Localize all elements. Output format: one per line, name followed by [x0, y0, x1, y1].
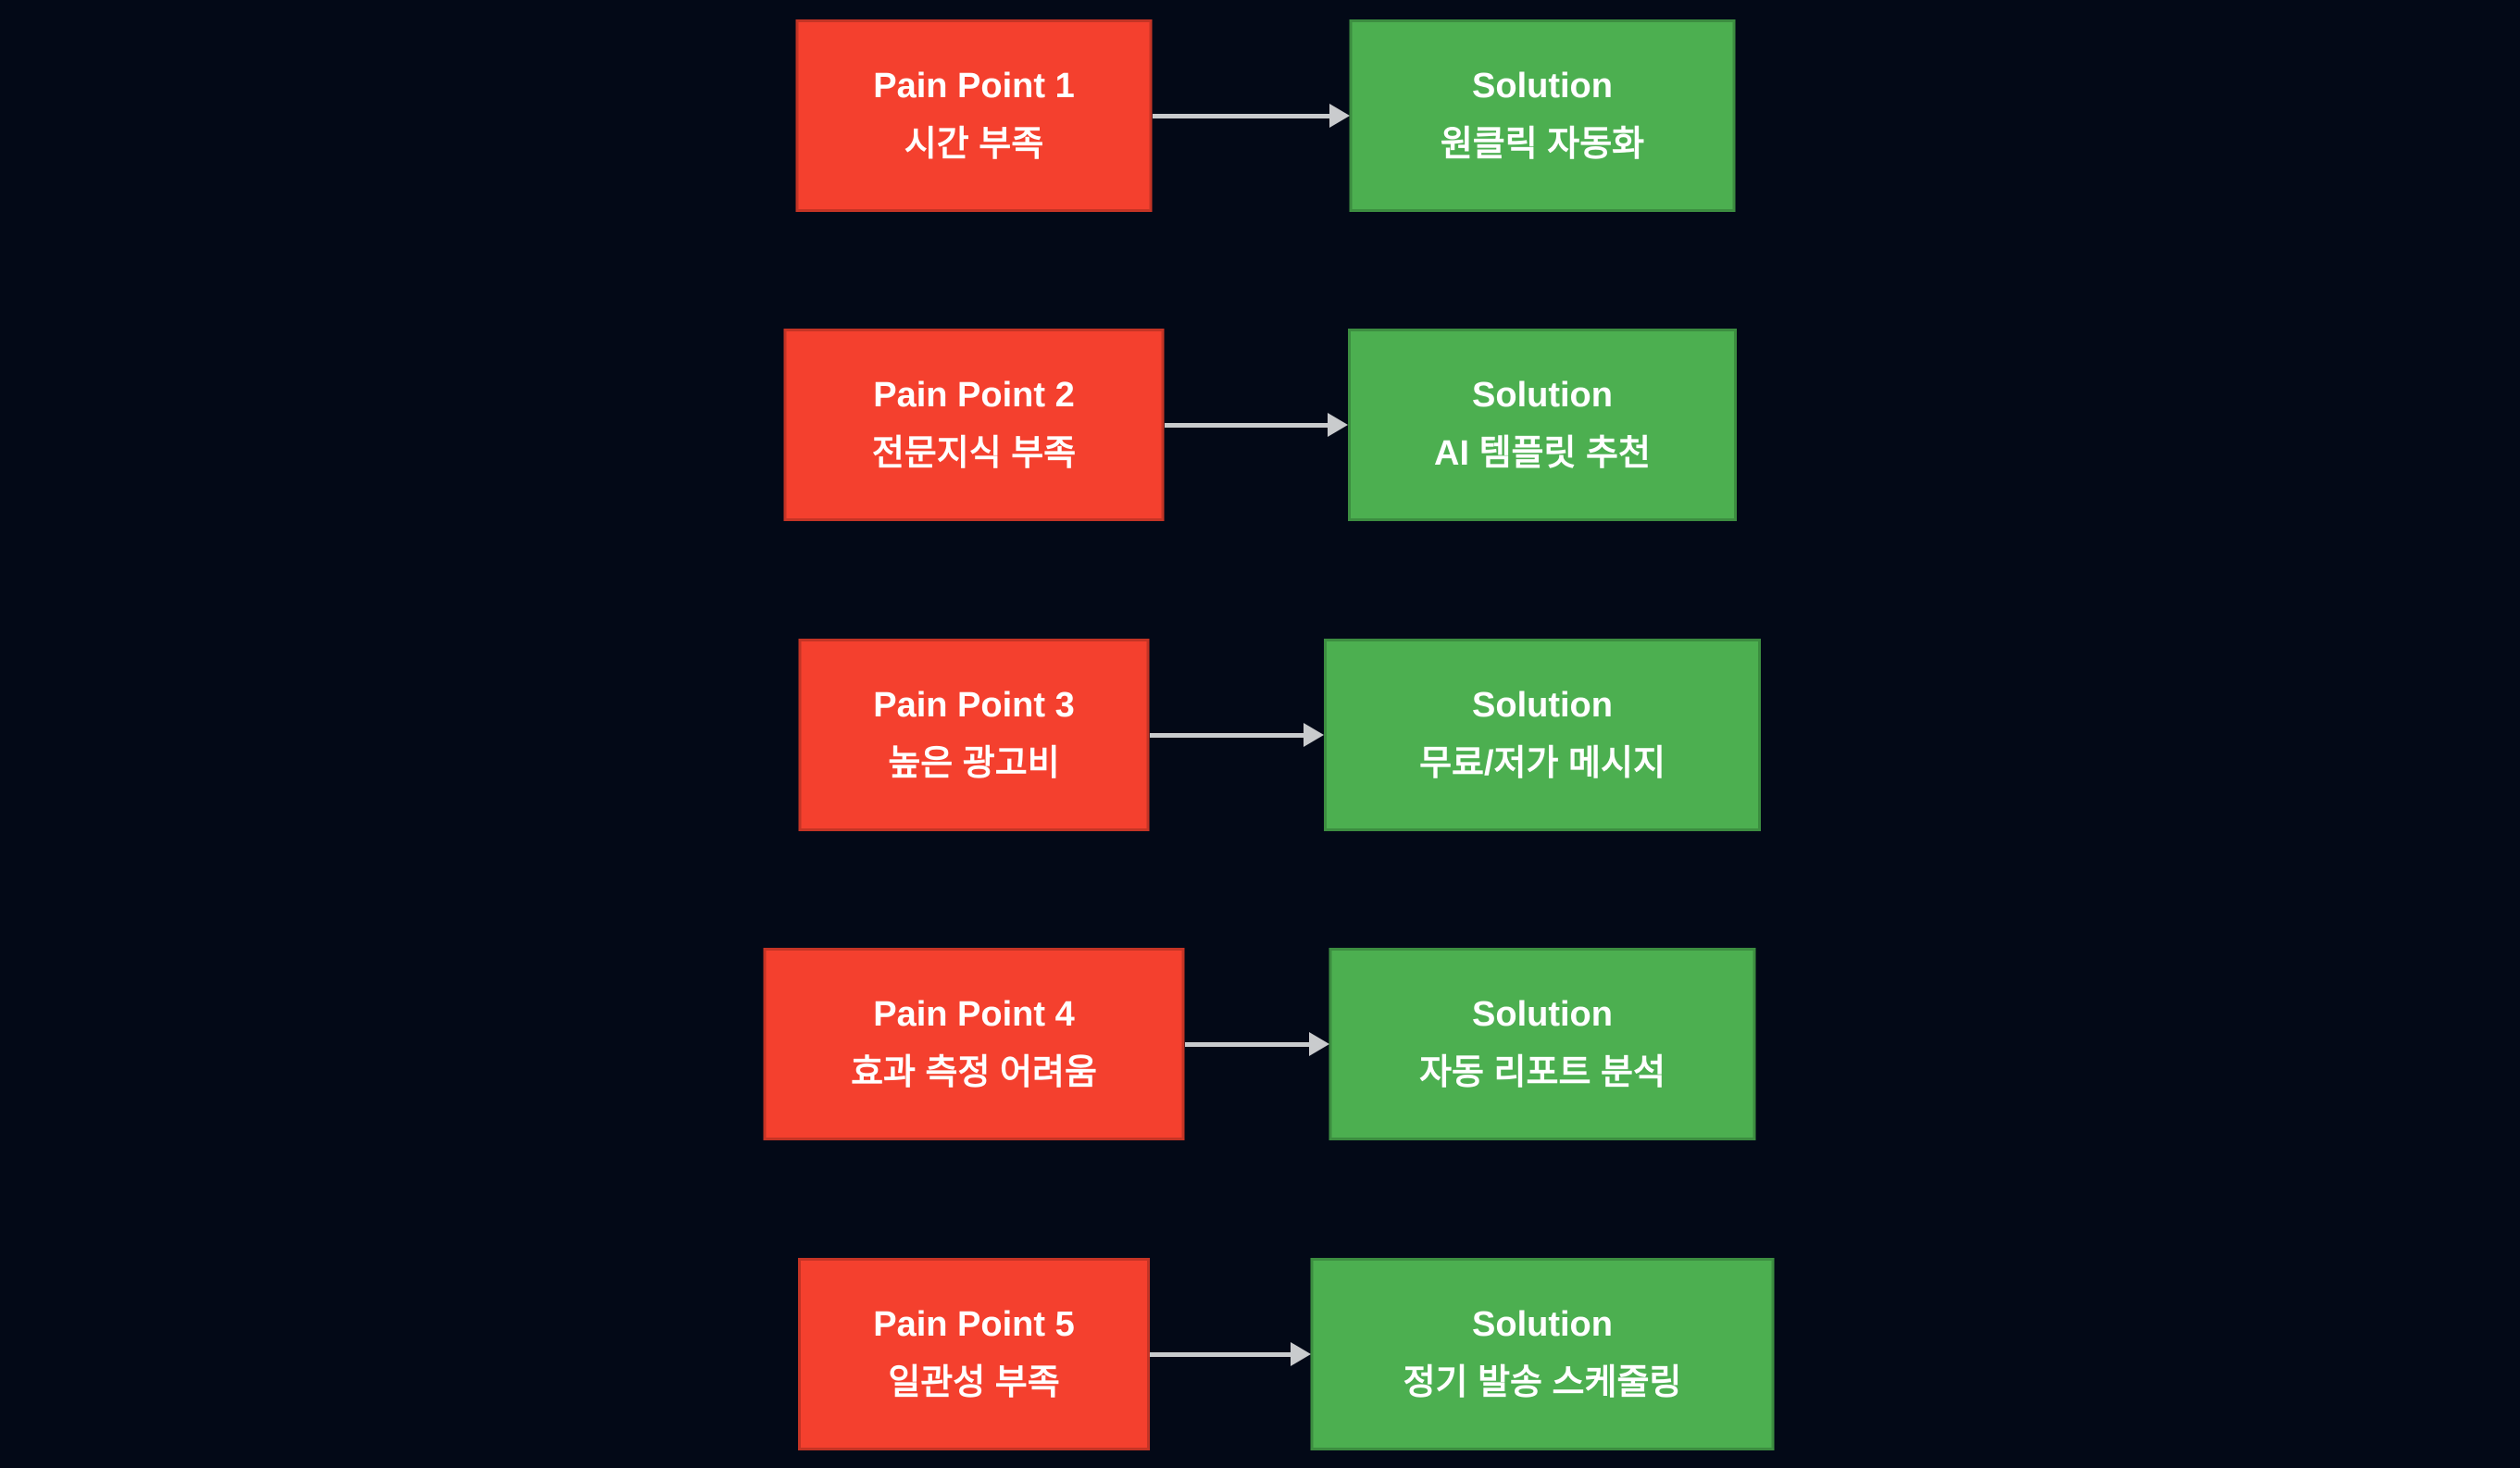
pain-point-node-4: Pain Point 4 효과 측정 어려움: [763, 948, 1185, 1140]
pain-point-subtitle: 일관성 부족: [888, 1363, 1060, 1402]
arrow-line: [1164, 423, 1331, 428]
pain-point-subtitle: 높은 광고비: [888, 744, 1060, 783]
mapping-row-3: Pain Point 3 높은 광고비 Solution 무료/저가 메시지: [0, 639, 2520, 831]
arrow-line: [1152, 114, 1333, 118]
solution-title: Solution: [1472, 994, 1613, 1034]
arrow-head-icon: [1329, 104, 1350, 128]
pain-point-node-5: Pain Point 5 일관성 부족: [798, 1258, 1150, 1450]
pain-point-title: Pain Point 3: [873, 685, 1075, 725]
pain-point-subtitle: 전문지식 부족: [871, 434, 1077, 473]
arrow-line: [1184, 1042, 1313, 1047]
solution-subtitle: 정기 발송 스케줄링: [1403, 1363, 1682, 1402]
pain-point-node-1: Pain Point 1 시간 부족: [795, 19, 1153, 212]
pain-point-node-2: Pain Point 2 전문지식 부족: [783, 329, 1165, 521]
arrow-head-icon: [1308, 1032, 1329, 1056]
solution-subtitle: AI 템플릿 추천: [1434, 434, 1651, 473]
pain-point-title: Pain Point 2: [873, 375, 1075, 415]
solution-node-2: Solution AI 템플릿 추천: [1348, 329, 1737, 521]
arrow-head-icon: [1290, 1342, 1311, 1366]
pain-point-title: Pain Point 5: [873, 1304, 1075, 1344]
solution-title: Solution: [1472, 375, 1613, 415]
mapping-row-4: Pain Point 4 효과 측정 어려움 Solution 자동 리포트 분…: [0, 948, 2520, 1140]
pain-point-title: Pain Point 4: [873, 994, 1075, 1034]
mapping-row-1: Pain Point 1 시간 부족 Solution 원클릭 자동화: [0, 19, 2520, 212]
solution-subtitle: 무료/저가 메시지: [1419, 744, 1665, 783]
mapping-row-2: Pain Point 2 전문지식 부족 Solution AI 템플릿 추천: [0, 329, 2520, 521]
solution-title: Solution: [1472, 1304, 1613, 1344]
solution-subtitle: 자동 리포트 분석: [1419, 1053, 1665, 1092]
solution-node-5: Solution 정기 발송 스케줄링: [1310, 1258, 1775, 1450]
solution-node-4: Solution 자동 리포트 분석: [1329, 948, 1756, 1140]
solution-subtitle: 원클릭 자동화: [1440, 125, 1645, 164]
solution-node-3: Solution 무료/저가 메시지: [1324, 639, 1761, 831]
solution-title: Solution: [1472, 685, 1613, 725]
arrow-head-icon: [1304, 723, 1324, 747]
mapping-row-5: Pain Point 5 일관성 부족 Solution 정기 발송 스케줄링: [0, 1258, 2520, 1450]
pain-point-subtitle: 시간 부족: [904, 125, 1044, 164]
pain-point-subtitle: 효과 측정 어려움: [851, 1053, 1097, 1092]
solution-title: Solution: [1472, 66, 1613, 106]
arrow-line: [1149, 733, 1307, 738]
arrow-head-icon: [1328, 413, 1348, 437]
solution-node-1: Solution 원클릭 자동화: [1349, 19, 1736, 212]
pain-point-node-3: Pain Point 3 높은 광고비: [798, 639, 1150, 831]
pain-point-title: Pain Point 1: [873, 66, 1075, 106]
arrow-line: [1150, 1352, 1294, 1357]
